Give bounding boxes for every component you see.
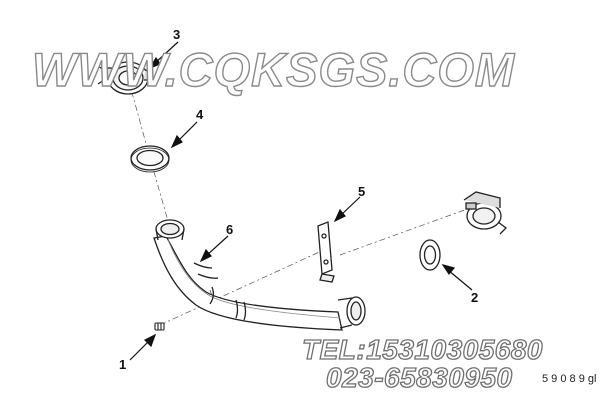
watermark-text: WWW.CQKSGS.COM (31, 42, 516, 96)
phone-watermark: 023-65830950 (325, 361, 513, 393)
clamp-right (463, 191, 507, 235)
callout-label-1: 1 (119, 357, 127, 372)
clamp-part-3 (97, 61, 153, 95)
callout-label-3: 3 (173, 27, 181, 42)
gasket-part-4 (130, 145, 170, 173)
callout-label-4: 4 (196, 107, 204, 122)
tel-watermark: TEL:15310305680 (301, 333, 544, 365)
callout-label-2: 2 (471, 290, 479, 305)
callout-label-6: 6 (226, 222, 234, 237)
gasket-part-2 (419, 239, 441, 271)
figure-code: 5 9 0 8 9 gl (542, 373, 597, 385)
pipe-part-6 (153, 219, 366, 331)
callout-label-5: 5 (358, 184, 366, 199)
bracket-part-5 (317, 221, 335, 283)
leader-arrows (129, 41, 473, 361)
bolt-part-1 (154, 322, 165, 331)
